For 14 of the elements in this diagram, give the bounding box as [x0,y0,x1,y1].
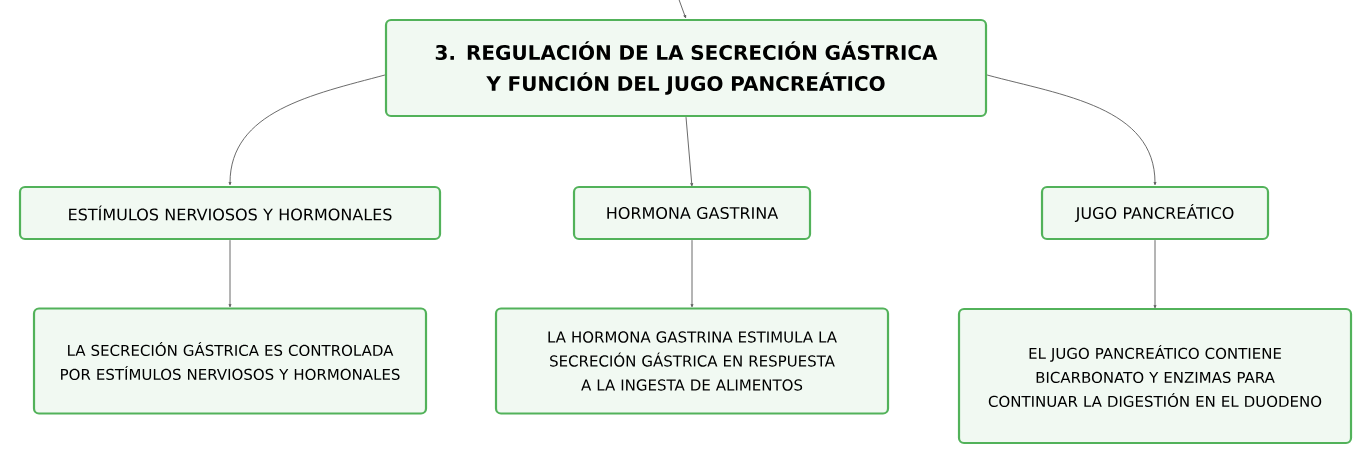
detail-box: EL JUGO PANCREÁTICO CONTIENE BICARBONATO Y ENZIMAS PARA CONTINUAR LA DIGESTIÓN EN EL DUODENO [957,307,1353,445]
arrow [228,74,386,186]
subtopic-box: HORMONA GASTRINA [572,185,812,241]
topic-box: 3. REGULACIÓN DE LA SECRECIÓN GÁSTRICA Y FUNCIÓN DEL JUGO PANCREÁTICO [384,18,988,118]
subtopic-box: ESTÍMULOS NERVIOSOS Y HORMONALES [18,185,442,241]
arrow [677,0,687,19]
arrow [228,239,232,308]
arrow [986,74,1157,186]
arrow [690,239,694,308]
arrow [685,116,694,187]
detail-box: LA HORMONA GASTRINA ESTIMULA LA SECRECIÓN GÁSTRICA EN RESPUESTA A LA INGESTA DE ALIMENTOS [494,307,890,415]
subtopic-box: JUGO PANCREÁTICO [1040,185,1270,241]
detail-box: LA SECRECIÓN GÁSTRICA ES CONTROLADA POR ESTÍMULOS NERVIOSOS Y HORMONALES [32,307,428,415]
arrow [1153,239,1157,309]
